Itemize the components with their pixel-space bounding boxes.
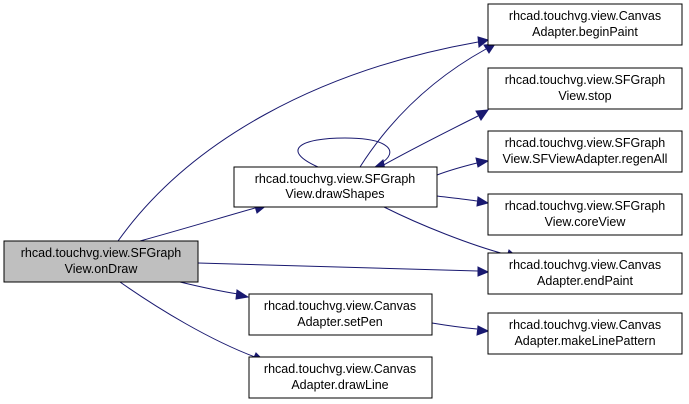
node-drawshapes[interactable]: rhcad.touchvg.view.SFGraph View.drawShap… <box>233 166 438 208</box>
edge-ondraw-drawshapes <box>139 207 256 242</box>
node-beginpaint[interactable]: rhcad.touchvg.view.Canvas Adapter.beginP… <box>487 3 683 46</box>
node-stop-line1: rhcad.touchvg.view.SFGraph <box>505 73 666 87</box>
edge-drawshapes-coreview-arrow <box>476 196 490 207</box>
node-makelinepattern-line2: Adapter.makeLinePattern <box>514 334 655 348</box>
edge-ondraw-beginpaint-arrow <box>477 36 490 48</box>
edge-setpen-makelinepattern <box>431 322 478 330</box>
edge-drawshapes-stop <box>379 115 479 168</box>
node-beginpaint-line2: Adapter.beginPaint <box>532 25 638 39</box>
edge-ondraw-setpen-arrow <box>235 289 250 300</box>
node-drawshapes-line1: rhcad.touchvg.view.SFGraph <box>255 172 416 186</box>
edge-drawshapes-self <box>297 137 391 168</box>
edge-ondraw-endpaint-arrow <box>477 266 490 277</box>
node-stop-line2: View.stop <box>558 89 611 103</box>
edge-drawshapes-stop-arrow <box>475 109 490 121</box>
node-setpen-line1: rhcad.touchvg.view.Canvas <box>264 299 416 313</box>
edge-ondraw-endpaint <box>197 262 479 272</box>
node-drawline[interactable]: rhcad.touchvg.view.Canvas Adapter.drawLi… <box>248 356 433 399</box>
edge-drawshapes-coreview <box>436 195 478 202</box>
node-endpaint-line1: rhcad.touchvg.view.Canvas <box>509 258 661 272</box>
node-ondraw-line2: View.onDraw <box>65 262 139 276</box>
node-endpaint[interactable]: rhcad.touchvg.view.Canvas Adapter.endPai… <box>487 252 683 295</box>
node-makelinepattern-line1: rhcad.touchvg.view.Canvas <box>509 318 661 332</box>
node-coreview-line2: View.coreView <box>545 215 627 229</box>
node-coreview[interactable]: rhcad.touchvg.view.SFGraph View.coreView <box>487 193 683 236</box>
edge-ondraw-drawline <box>119 281 256 358</box>
node-endpaint-line2: Adapter.endPaint <box>537 274 633 288</box>
node-setpen[interactable]: rhcad.touchvg.view.Canvas Adapter.setPen <box>248 293 433 336</box>
node-regenall-line2: View.SFViewAdapter.regenAll <box>503 152 668 166</box>
node-setpen-line2: Adapter.setPen <box>297 315 383 329</box>
edge-ondraw-setpen <box>179 281 239 295</box>
node-drawline-line2: Adapter.drawLine <box>291 378 388 392</box>
edge-setpen-makelinepattern-arrow <box>476 325 490 336</box>
node-regenall[interactable]: rhcad.touchvg.view.SFGraph View.SFViewAd… <box>487 130 683 173</box>
node-stop[interactable]: rhcad.touchvg.view.SFGraph View.stop <box>487 67 683 110</box>
edge-drawshapes-regenall <box>436 162 478 176</box>
edge-drawshapes-beginpaint <box>359 48 487 168</box>
node-makelinepattern[interactable]: rhcad.touchvg.view.Canvas Adapter.makeLi… <box>487 312 683 355</box>
node-drawline-line1: rhcad.touchvg.view.Canvas <box>264 362 416 376</box>
node-coreview-line1: rhcad.touchvg.view.SFGraph <box>505 199 666 213</box>
edge-ondraw-beginpaint <box>117 41 479 242</box>
node-ondraw-line1: rhcad.touchvg.view.SFGraph <box>21 246 182 260</box>
node-regenall-line1: rhcad.touchvg.view.SFGraph <box>505 136 666 150</box>
node-ondraw[interactable]: rhcad.touchvg.view.SFGraph View.onDraw <box>3 240 199 283</box>
edge-drawshapes-regenall-arrow <box>475 157 490 168</box>
node-beginpaint-line1: rhcad.touchvg.view.Canvas <box>509 9 661 23</box>
edge-drawshapes-endpaint <box>383 206 509 256</box>
node-drawshapes-line2: View.drawShapes <box>285 187 384 201</box>
